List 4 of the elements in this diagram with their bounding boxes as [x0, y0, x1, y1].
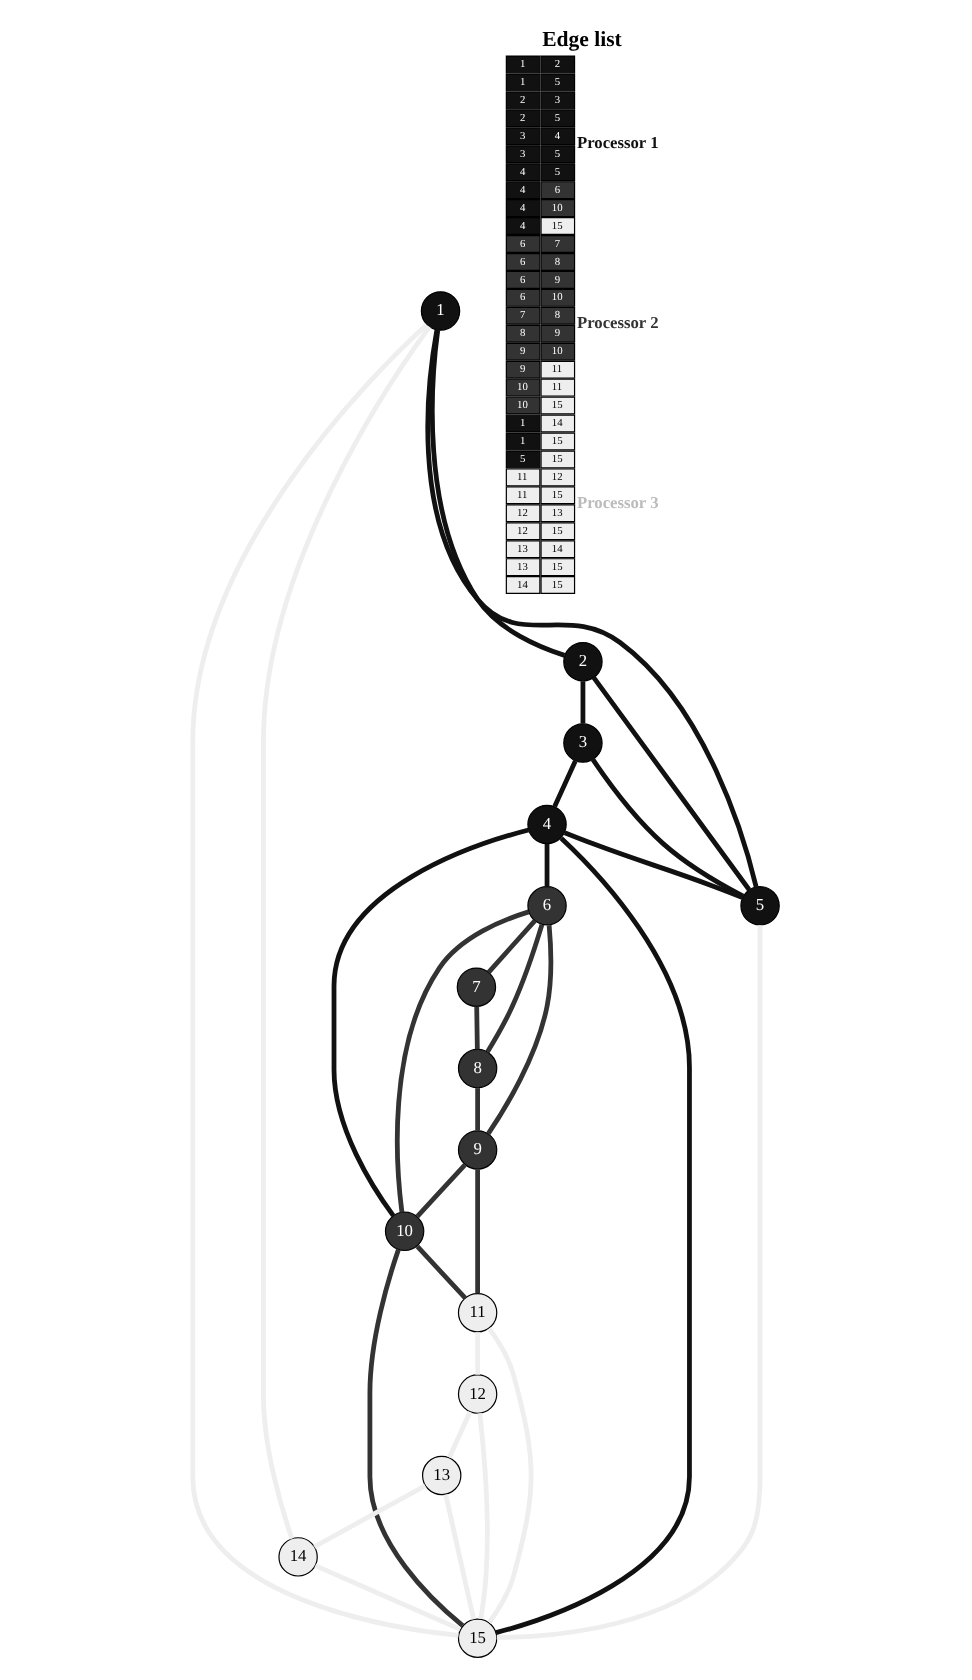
label: Processor 1 [576, 134, 659, 153]
label: Processor 2 [576, 314, 659, 333]
label: Edge list [542, 27, 622, 52]
label: Processor 3 [576, 493, 659, 512]
